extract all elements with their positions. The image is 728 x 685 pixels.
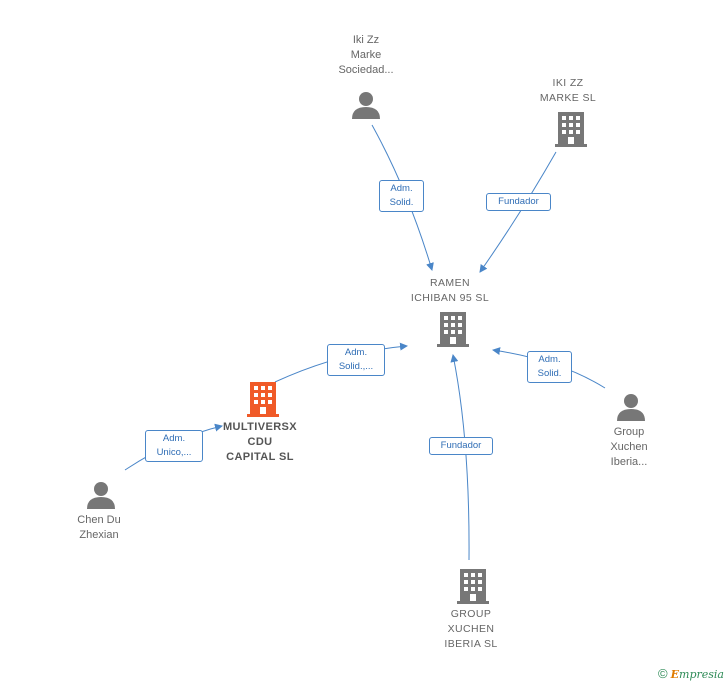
node-label-iki-company[interactable]: IKI ZZ MARKE SL [518,76,618,106]
brand-initial: E [670,668,680,681]
node-label-line: IKI ZZ [552,77,584,89]
node-label-line: Iki Zz [352,34,380,46]
building-icon[interactable] [555,112,587,147]
brand-watermark: © Empresia [658,666,724,681]
node-label-line: CAPITAL SL [226,451,294,463]
node-label-group-person[interactable]: Group Xuchen Iberia... [584,425,674,470]
edge-label-iki-company[interactable]: Fundador [486,193,551,211]
node-label-iki-person[interactable]: Iki Zz Marke Sociedad... [316,33,416,78]
edge-label-chen[interactable]: Adm. Unico,... [145,430,203,462]
node-label-line: RAMEN [430,277,470,289]
edge-label-iki-person[interactable]: Adm. Solid. [379,180,424,212]
node-label-line: Marke [350,49,382,61]
node-label-line: ICHIBAN 95 SL [410,292,490,304]
node-label-line: Chen Du [77,514,121,526]
node-label-line: IBERIA SL [444,638,498,650]
brand-rest: mpresia [679,668,724,681]
edge-label-line: Solid.,... [338,361,374,372]
building-icon[interactable] [437,312,469,347]
edge-label-group-person[interactable]: Adm. Solid. [527,351,572,383]
edge-label-line: Adm. [162,433,186,444]
node-label-line: MULTIVERSX [222,421,298,433]
node-label-line: Sociedad... [338,64,394,76]
edge-label-line: Adm. [344,347,368,358]
node-label-line: XUCHEN [447,623,495,635]
node-label-line: CDU [247,436,273,448]
edge-label-line: Solid. [537,368,562,379]
edge-label-line: Adm. [538,354,561,365]
brand-logo: Empresia [671,668,724,681]
node-label-group-company[interactable]: GROUP XUCHEN IBERIA SL [421,607,521,652]
node-label-line: Iberia... [610,456,648,468]
node-label-line: GROUP [450,608,492,620]
edge-line-iki-company [479,151,557,273]
edge-label-line: Unico,... [156,447,192,458]
edge-label-line: Fundador [440,440,482,451]
building-icon[interactable] [457,569,489,604]
node-label-line: Group [613,426,645,438]
edge-line-group-company [450,354,470,561]
person-icon[interactable] [351,90,381,120]
edge-label-group-company[interactable]: Fundador [429,437,493,455]
edge-label-line: Solid. [389,197,414,208]
person-icon[interactable] [616,392,646,422]
node-label-chen[interactable]: Chen Du Zhexian [49,513,149,543]
building-icon-focus[interactable] [247,382,279,417]
node-label-line: Zhexian [79,529,119,541]
node-label-multiversx[interactable]: MULTIVERSX CDU CAPITAL SL [210,420,310,465]
edge-label-line: Fundador [498,196,539,207]
person-icon[interactable] [86,480,116,510]
node-label-line: Xuchen [610,441,648,453]
node-label-line: MARKE SL [539,92,597,104]
edge-label-line: Adm. [390,183,413,194]
copyright-icon: © [657,666,668,681]
edge-label-multiversx[interactable]: Adm. Solid.,... [327,344,385,376]
node-label-ramen[interactable]: RAMEN ICHIBAN 95 SL [395,276,505,306]
